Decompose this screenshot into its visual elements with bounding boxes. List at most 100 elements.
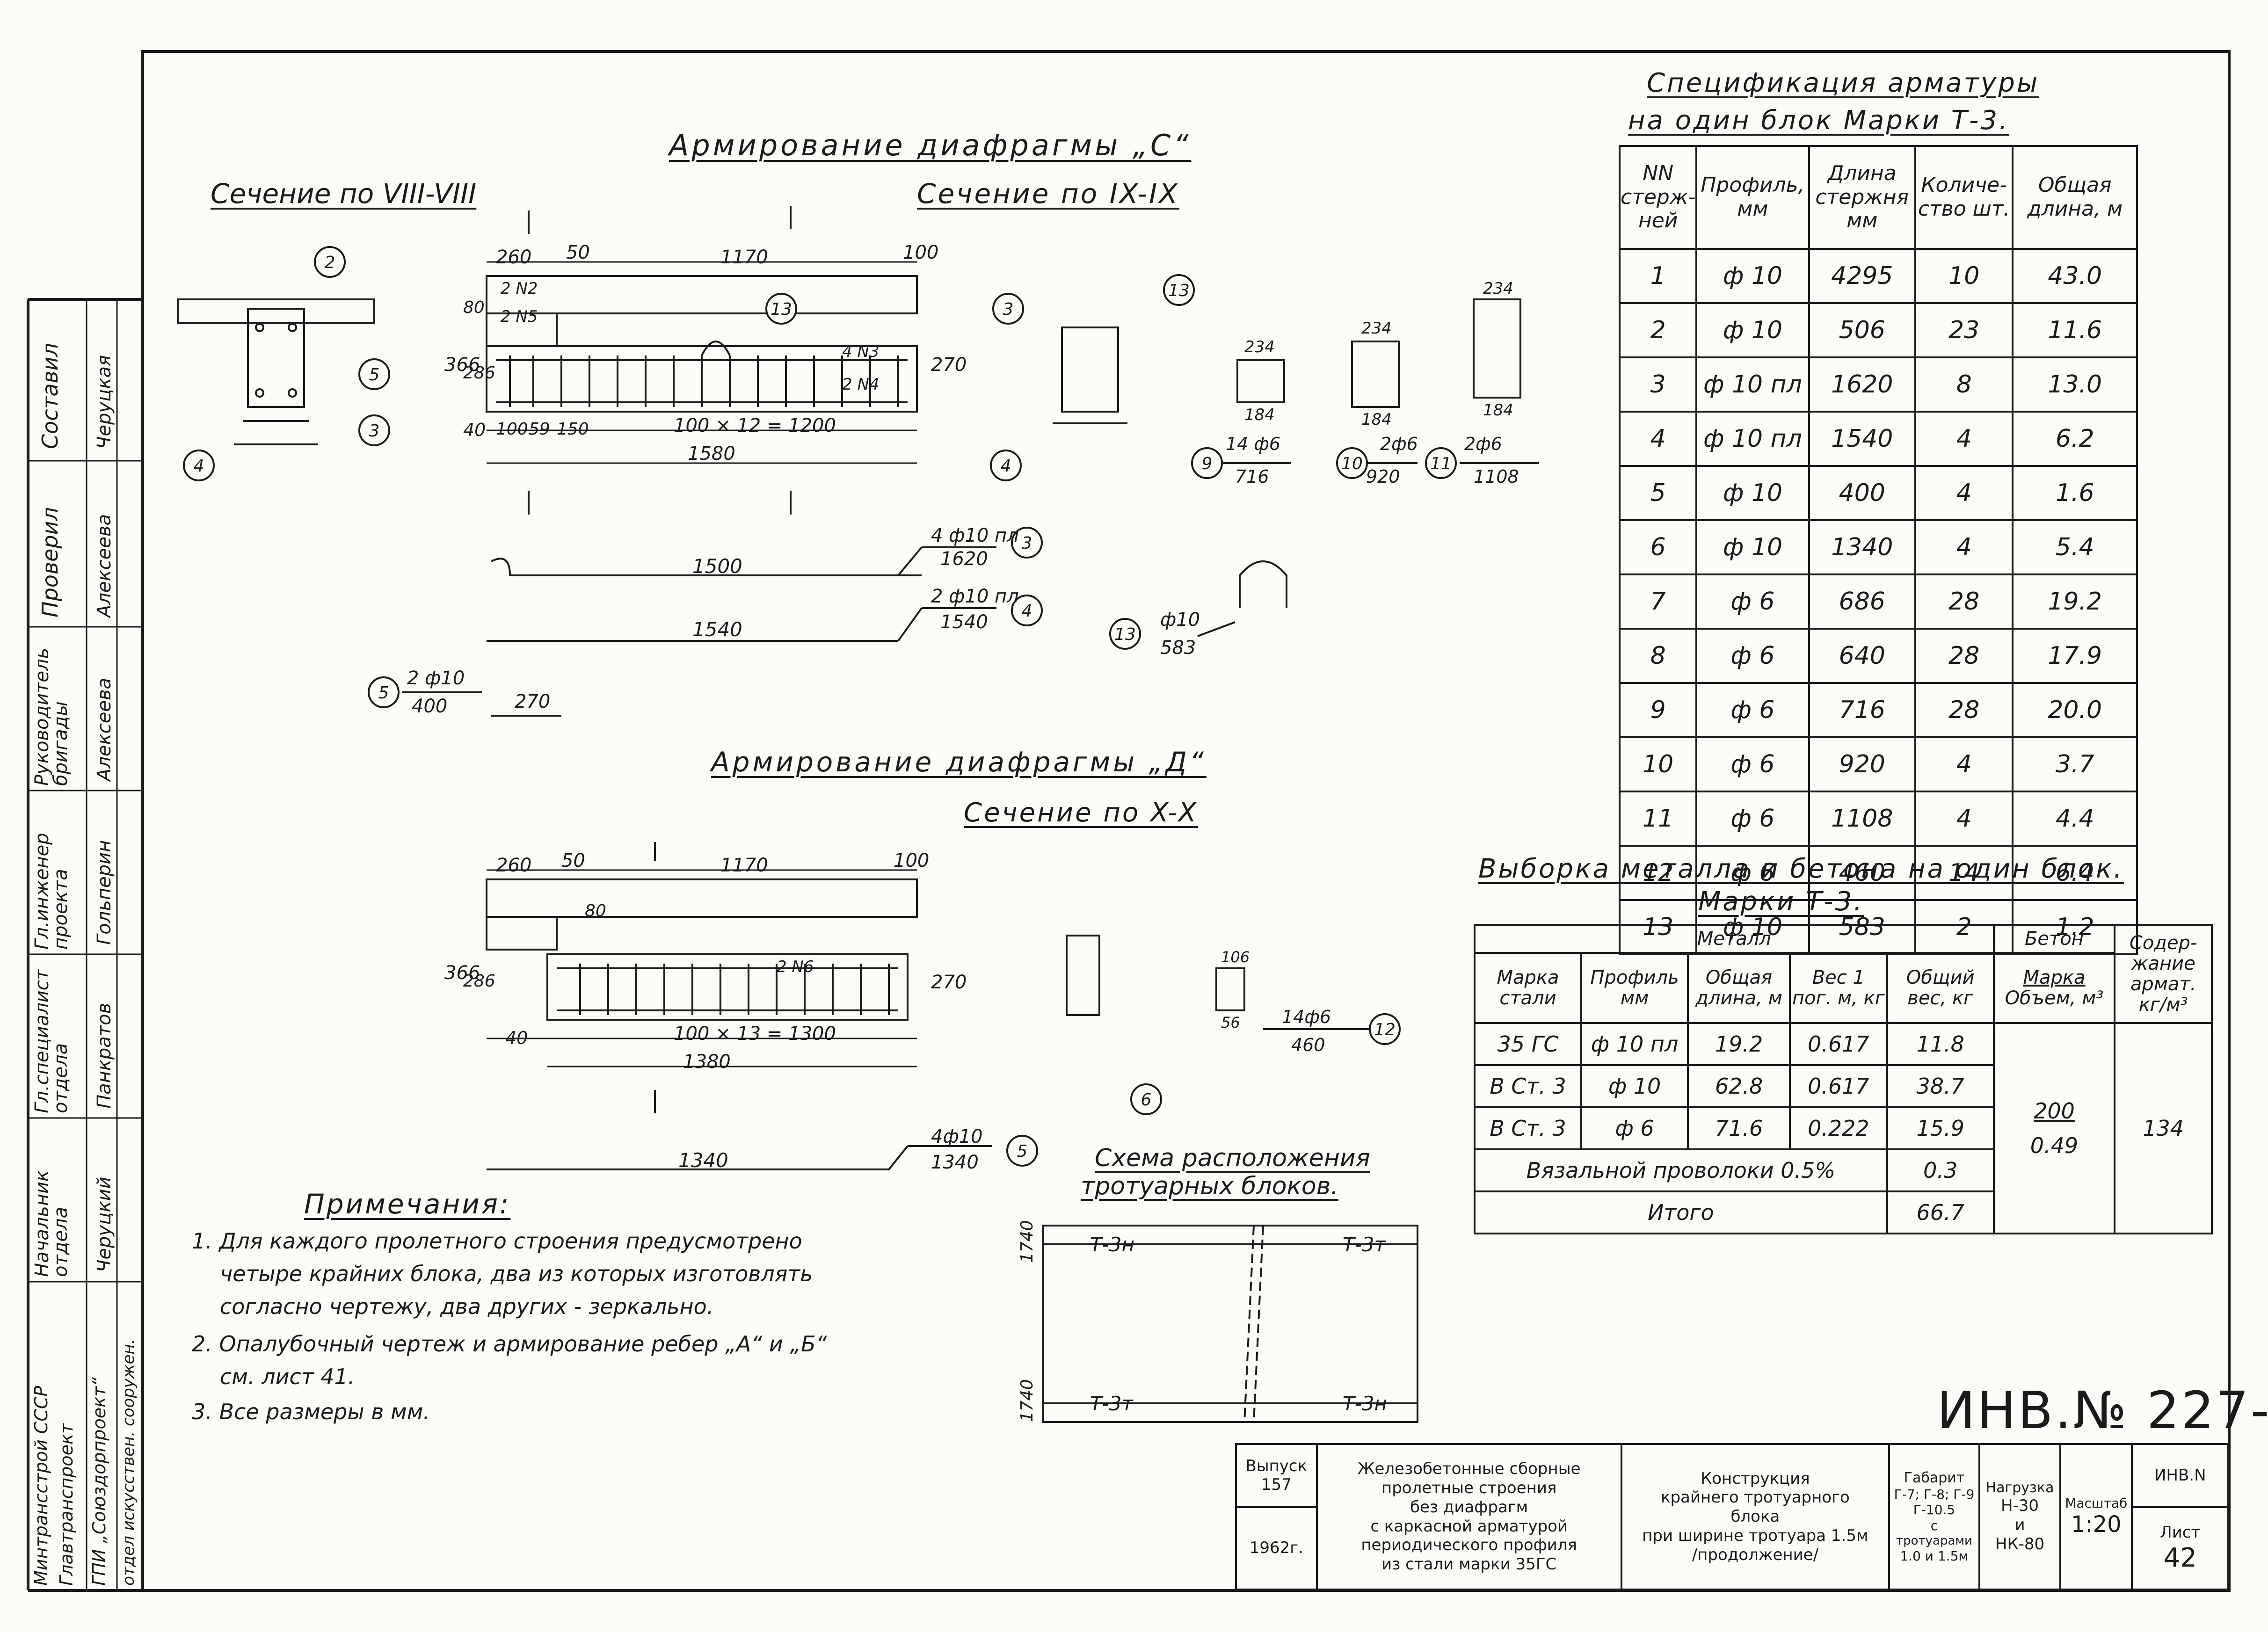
section-viii-label: Сечение по VIII-VIII [211, 178, 477, 210]
dim-c-4n3: 4 N3 [842, 342, 880, 361]
vyb-r1-steel: 35 ГС [1473, 1022, 1583, 1066]
vyb-content-value: 134 [2114, 1022, 2213, 1234]
st9-label: 14 ф6 [1226, 434, 1281, 454]
svg-text:10: 10 [1341, 454, 1363, 473]
bar5d-dim: 1340 [678, 1149, 728, 1172]
vyb-sub-beton: Марка Объем, м³ [1992, 952, 2116, 1024]
dim-d-40: 40 [505, 1028, 528, 1048]
scheme-label-tl: Т-3н [1090, 1233, 1134, 1256]
spec-cell: ф 10 пл [1695, 411, 1810, 467]
spec-cell: 12 [1618, 845, 1698, 901]
dim-c-59: 59 [529, 420, 550, 439]
stamp-subject-3: блока [1730, 1507, 1780, 1526]
stamp-subject: Конструкция крайнего тротуарного блока п… [1620, 1443, 1890, 1590]
stamp-load-label: Нагрузка [1985, 1480, 2054, 1496]
spec-cell: 11 [1618, 791, 1698, 847]
vyb-r2-length: 62.8 [1687, 1064, 1791, 1108]
note-line-2: четыре крайних блока, два из которых изг… [220, 1261, 813, 1286]
vyb-r1-w: 11.8 [1886, 1022, 1995, 1066]
stamp-scale: Масштаб 1:20 [2059, 1443, 2133, 1590]
dim-d-1380: 1380 [683, 1051, 731, 1073]
spec-cell: 10 [1914, 248, 2014, 304]
spec-cell: 920 [1808, 736, 1917, 792]
vyb-beton-mark-label: Марка [2023, 967, 2086, 988]
st12-w: 106 [1221, 948, 1250, 966]
scheme-dim-bottom: 1740 [1018, 1379, 1037, 1422]
spec-cell: 28 [1914, 628, 2014, 684]
spec-cell: ф 6 [1695, 573, 1810, 630]
section-x-label: Сечение по X-X [964, 798, 1198, 828]
spec-header-qty: Количе-ство шт. [1914, 145, 2014, 250]
vyb-metal-header: Металл [1474, 924, 1995, 954]
bar5-len: 400 [412, 696, 448, 717]
spec-cell: 1340 [1808, 519, 1917, 575]
spec-cell: 28 [1914, 682, 2014, 738]
dim-c-1170: 1170 [720, 247, 768, 268]
section-d-title: Армирование диафрагмы „Д“ [711, 746, 1207, 778]
dim-c-260: 260 [496, 247, 532, 268]
dim-c-286: 286 [463, 363, 495, 383]
scheme-label-tr: Т-3т [1343, 1233, 1386, 1256]
vyb-r3-w: 15.9 [1886, 1106, 1995, 1150]
spec-cell: 14 [1914, 845, 2014, 901]
dim-c-2n4: 2 N4 [842, 375, 880, 394]
vyb-sub-weight1: Вес 1 пог. м, кг [1788, 952, 1888, 1024]
stamp-year: 1962г. [1235, 1506, 1318, 1591]
st10-w: 234 [1361, 319, 1392, 338]
spec-table: NN стерж-ней Профиль, мм Длина стержня м… [1618, 145, 2138, 955]
spec-cell: 23 [1914, 302, 2014, 358]
spec-cell: 400 [1808, 465, 1917, 521]
stamp-gabarit-1: Г-7; Г-8; Г-9 [1894, 1486, 1975, 1502]
st10-len: 920 [1366, 466, 1400, 487]
scheme-title-1: Схема расположения [1095, 1144, 1370, 1172]
bar3-dim: 1500 [692, 555, 742, 578]
dim-c-100b: 100 [496, 420, 528, 439]
stamp-subject-5: /продолжение/ [1692, 1545, 1819, 1564]
st9-len: 716 [1235, 466, 1269, 487]
dim-c-270: 270 [931, 354, 967, 376]
spec-title-2: на один блок Марки Т-3. [1628, 105, 2009, 136]
st11-label: 2ф6 [1464, 434, 1502, 454]
svg-text:5: 5 [369, 365, 380, 385]
vyb-r1-profile: ф 10 пл [1580, 1022, 1689, 1066]
vyb-wire-value: 0.3 [1886, 1148, 1995, 1192]
dim-d-286: 286 [463, 972, 495, 991]
spec-cell: 4.4 [2012, 791, 2138, 847]
scheme-title-2: тротуарных блоков. [1081, 1172, 1338, 1200]
dim-d-1170: 1170 [720, 855, 768, 876]
spec-cell: 1540 [1808, 411, 1917, 467]
title-stamp: Выпуск 157 Железобетонные сборные пролет… [1235, 1443, 2229, 1591]
dim-c-366: 366 [444, 354, 480, 376]
note-line-3: согласно чертежу, два других - зеркально… [220, 1294, 714, 1319]
spec-cell: 4295 [1808, 248, 1917, 304]
bar4-len: 1540 [940, 611, 988, 633]
svg-text:5: 5 [1017, 1142, 1028, 1161]
spec-cell: 1 [1618, 248, 1698, 304]
st9-w: 234 [1244, 338, 1275, 356]
st11-len: 1108 [1474, 466, 1519, 487]
vyb-r2-w1: 0.617 [1788, 1064, 1888, 1108]
svg-text:3: 3 [369, 421, 380, 441]
vyb-beton-mark: 200 [2034, 1098, 2075, 1124]
spec-cell: ф 6 [1695, 628, 1810, 684]
spec-cell: 7 [1618, 573, 1698, 630]
dim-d-2n6: 2 N6 [777, 958, 814, 976]
spec-cell: 19.2 [2012, 573, 2138, 630]
stamp-sheet: Лист 42 [2131, 1506, 2229, 1591]
spec-cell: 28 [1914, 573, 2014, 630]
stamp-load-1: Н-30 [2000, 1496, 2039, 1516]
vyb-beton-vol-label: Объем, м³ [2005, 987, 2104, 1009]
spec-cell: 460 [1808, 845, 1917, 901]
vyb-beton-header: Бетон [1992, 924, 2116, 954]
spec-cell: 17.9 [2012, 628, 2138, 684]
svg-text:11: 11 [1430, 454, 1452, 473]
svg-text:4: 4 [1022, 602, 1032, 621]
dim-d-100x13: 100 × 13 = 1300 [674, 1023, 836, 1045]
spec-cell: 4 [1914, 519, 2014, 575]
spec-cell: 6.2 [2012, 411, 2138, 467]
spec-cell: 1620 [1808, 356, 1917, 413]
svg-text:2: 2 [325, 253, 335, 272]
spec-cell: 1.6 [2012, 465, 2138, 521]
